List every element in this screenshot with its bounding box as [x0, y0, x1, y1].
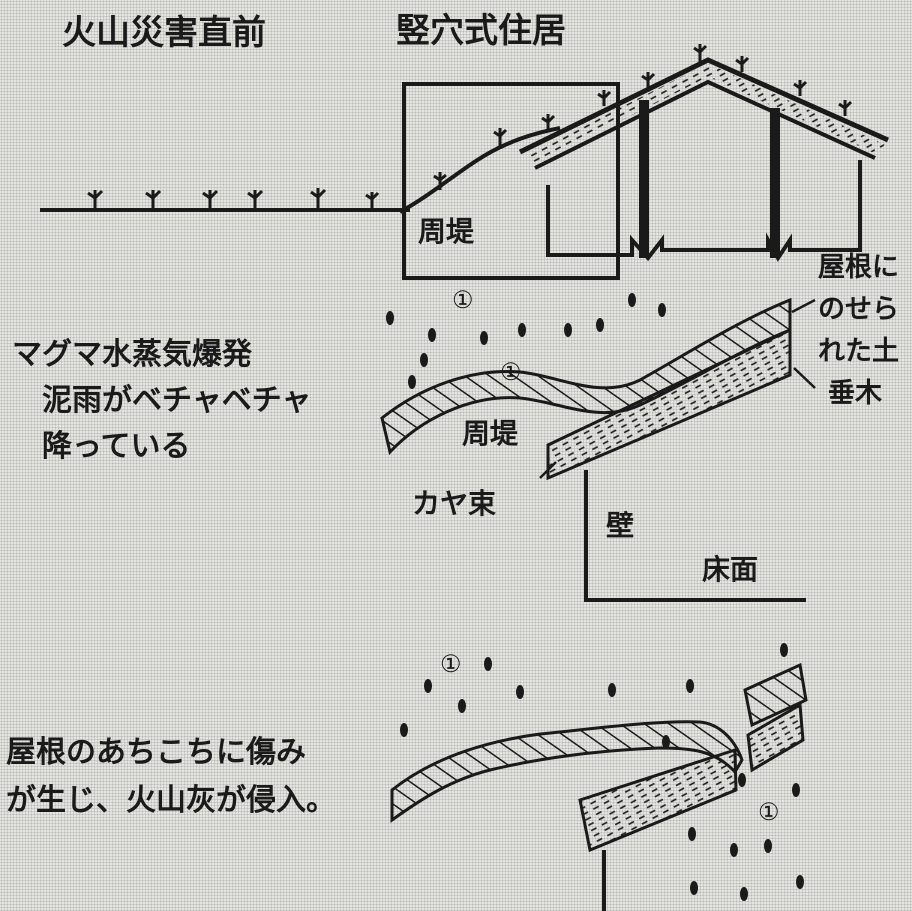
- roof-outer: [518, 57, 890, 155]
- magnified-area-box: [402, 82, 620, 280]
- bottom-marker-top: ①: [440, 650, 462, 678]
- bottom-marker-right: ①: [758, 798, 780, 826]
- bottom-caption-line-2: が生じ、火山灰が侵入。: [6, 783, 336, 818]
- title-before-disaster: 火山災害直前: [62, 13, 266, 53]
- thatch-bundle-label: カヤ束: [412, 487, 497, 520]
- leader-rafter: [793, 367, 816, 389]
- damaged-thatch-layer: [578, 747, 738, 853]
- embankment-mound: [399, 126, 561, 214]
- top-marker: ①: [452, 286, 474, 314]
- thatch-layer: [546, 327, 792, 481]
- roof-soil-label-line-1: 屋根に: [818, 252, 899, 283]
- middle-caption-line-2: 泥雨がベチャベチャ: [42, 383, 312, 418]
- broken-thatch-fragment: [746, 702, 805, 773]
- middle-marker: ①: [500, 358, 522, 386]
- roof-inner: [534, 79, 876, 170]
- roof-soil-label-line-2: のせら: [818, 294, 899, 325]
- wall-label: 壁: [606, 509, 635, 542]
- title-pit-dwelling: 竪穴式住居: [396, 11, 566, 51]
- middle-embankment-label: 周堤: [462, 417, 519, 450]
- broken-roof-fragment: [743, 662, 808, 728]
- leader-thatch: [539, 461, 557, 479]
- wall-and-floor: [584, 470, 806, 602]
- middle-caption-line-3: 降っている: [42, 429, 191, 464]
- middle-caption-line-1: マグマ水蒸気爆発: [12, 337, 252, 372]
- top-panel-drawing: [40, 44, 890, 280]
- middle-panel-drawing: [380, 293, 816, 602]
- top-embankment-label: 周堤: [418, 215, 475, 248]
- bottom-panel-drawing: [390, 643, 808, 911]
- rain-drops-middle: [386, 293, 666, 389]
- bottom-caption-line-1: 屋根のあちこちに傷み: [6, 735, 306, 770]
- roof-soil-label-line-3: れた土: [818, 336, 899, 367]
- grass-tufts: [87, 188, 380, 208]
- leader-roof-soil: [791, 298, 816, 314]
- soil-layer: [380, 297, 792, 456]
- floor-label: 床面: [702, 553, 759, 586]
- house-wall: [546, 160, 862, 262]
- rafter-label: 垂木: [828, 378, 882, 409]
